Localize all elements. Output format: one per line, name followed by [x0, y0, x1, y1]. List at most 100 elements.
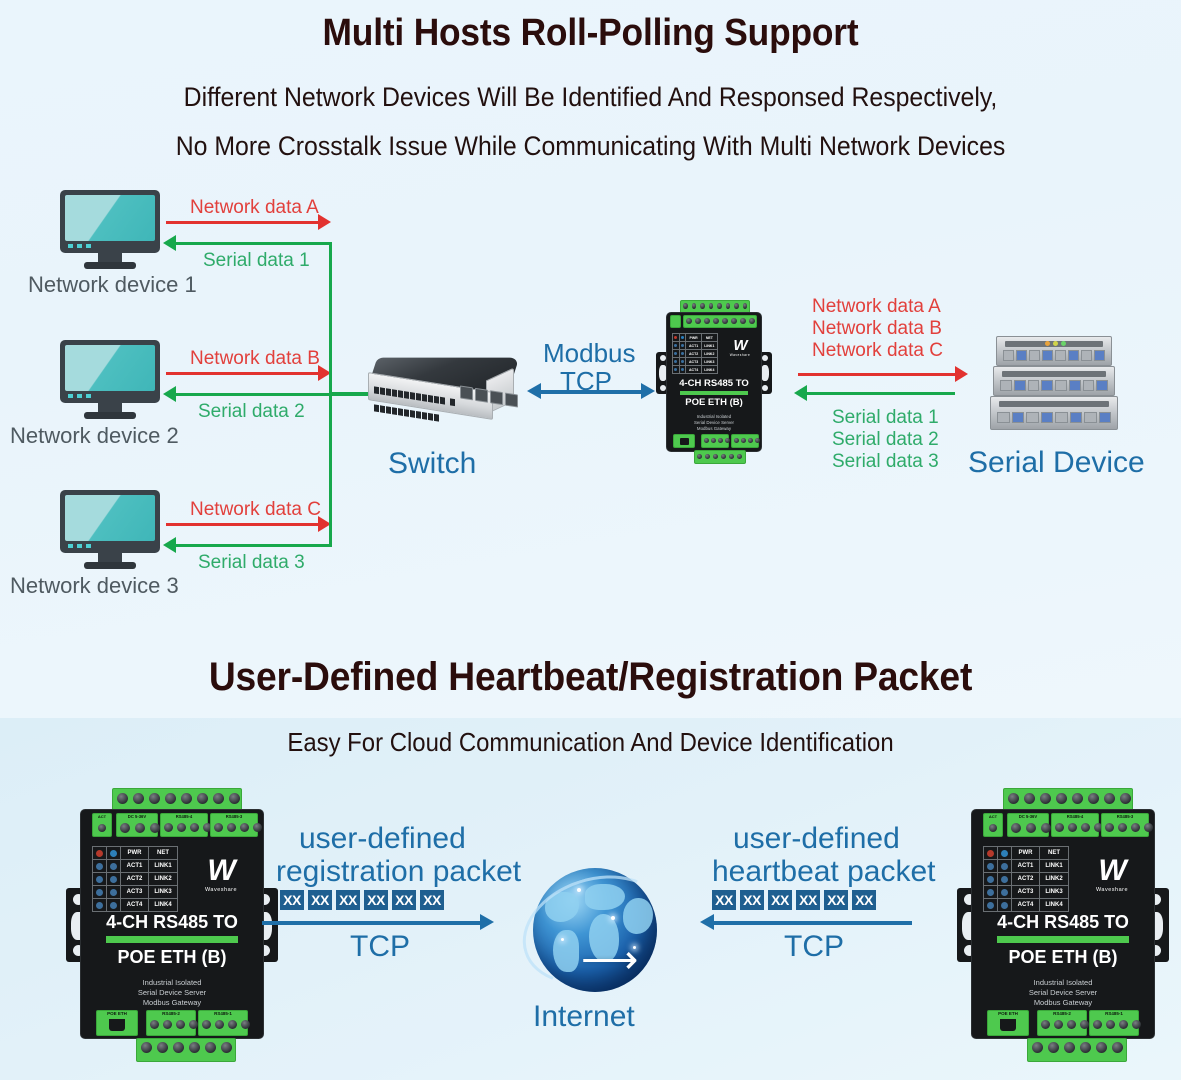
ear-slot — [761, 365, 769, 381]
led-legend-row: ACT1 LINK1 — [984, 860, 1068, 873]
rack-unit — [990, 396, 1118, 430]
rj45-port-icon — [109, 1019, 125, 1031]
device-title-line-2: POE ETH (B) — [117, 947, 227, 967]
terminal-act — [670, 315, 681, 328]
terminal-label-rs485-2: RS485-2 — [162, 1011, 180, 1016]
rj45-port-icon — [680, 438, 689, 445]
section-subtitle-line-2: No More Crosstalk Issue While Communicat… — [175, 131, 1006, 161]
rack-drive-slots — [1000, 380, 1108, 391]
device-top-outer-pins — [117, 793, 240, 804]
rs485-1-pins — [202, 1020, 250, 1029]
led-label: ACT1 — [121, 860, 149, 872]
terminal-label-poe-eth: POE ETH — [998, 1011, 1018, 1016]
packet-byte: XX — [740, 890, 764, 910]
flow-label-network-data-b: Network data B — [190, 348, 320, 369]
arrow-line-network-data-b — [166, 372, 318, 375]
arrow-line-network-data-c — [166, 523, 318, 526]
led-label: PWR — [121, 847, 149, 859]
monitor-indicator-leds — [68, 244, 91, 248]
led-label: NET — [1048, 850, 1060, 856]
waveshare-mark: W — [733, 337, 747, 354]
internet-label: Internet — [533, 1000, 635, 1033]
arrow-head-serial-data-1 — [163, 235, 176, 251]
monitor-stand-neck — [98, 253, 122, 263]
led-legend-row: ACT1 LINK1 — [93, 860, 177, 873]
led-label: LINK3 — [1045, 889, 1063, 895]
terminal-dc-pins — [120, 823, 160, 833]
ear-screw-hole — [1150, 945, 1161, 956]
multi-hosts-section: Multi Hosts Roll-Polling Support Differe… — [0, 0, 1181, 718]
led-legend-row: ACT2 LINK2 — [984, 873, 1068, 886]
led-label: LINK1 — [1045, 863, 1063, 869]
rack-face-bar — [999, 401, 1109, 407]
led-label: ACT1 — [1012, 860, 1040, 872]
section-title-heartbeat: User-Defined Heartbeat/Registration Pack… — [208, 655, 973, 699]
terminal-label-dc-power: DC 5-36V — [1018, 814, 1038, 819]
device-subtitle-line-1: Industrial Isolated — [142, 978, 202, 987]
heartbeat-protocol-label: TCP — [784, 930, 844, 963]
terminal-dc-pins — [1011, 823, 1051, 833]
globe-sphere — [533, 868, 657, 992]
arrow-head-network-data-c — [318, 516, 331, 532]
waveshare-mark: W — [207, 854, 235, 887]
led-label: ACT3 — [686, 358, 702, 365]
terminal-label-act: ACT — [97, 814, 107, 819]
rack-drive-slots — [1003, 350, 1105, 361]
ear-screw-hole — [964, 945, 975, 956]
monitor-screen — [65, 195, 155, 241]
waveshare-logo: W Waveshare — [1083, 856, 1141, 894]
arrow-line-modbus-tcp — [541, 390, 641, 394]
arrow-line-serial-data-2 — [176, 393, 371, 396]
waveshare-logo: W Waveshare — [724, 338, 756, 357]
device-subtitle-line-2: Serial Device Server — [693, 419, 735, 425]
led-label: ACT2 — [121, 873, 149, 885]
switch-label: Switch — [388, 447, 477, 480]
globe-node-spark — [561, 938, 564, 941]
led-label: LINK4 — [1045, 902, 1063, 908]
monitor-stand-base — [84, 412, 136, 419]
led-label: LINK2 — [154, 876, 172, 882]
ear-screw-hole — [259, 945, 270, 956]
device-top-outer-pins — [1008, 793, 1131, 804]
ear-screw-hole — [660, 355, 666, 361]
led-legend-row: PWR NET — [673, 334, 717, 342]
monitor-stand-neck — [98, 553, 122, 563]
gateway-device-right: ACT DC 5-36V RS485-4 RS485-3 PWR NET ACT… — [957, 788, 1169, 1073]
device-bottom-outer-terminal — [136, 1038, 236, 1062]
serial-device-label: Serial Device — [968, 446, 1145, 479]
monitor-indicator-leds — [68, 394, 91, 398]
device-top-outer-pins — [683, 303, 747, 309]
led-label: NET — [705, 335, 713, 340]
device-bottom-outer-terminal — [1027, 1038, 1127, 1062]
led-label: PWR — [686, 334, 702, 341]
flow-label-serial-data-3: Serial data 3 — [198, 552, 305, 573]
packet-byte: XX — [420, 890, 444, 910]
device-led-legend-table: PWR NET ACT1 LINK1 ACT2 LINK2 ACT3 LINK3… — [983, 846, 1069, 912]
monitor-bezel — [60, 190, 160, 253]
terminal-label-rs485-2: RS485-2 — [1053, 1011, 1071, 1016]
device-title-line-2: POE ETH (B) — [1008, 947, 1118, 967]
led-legend-row: ACT1 LINK1 — [673, 342, 717, 350]
section-title-multi-hosts: Multi Hosts Roll-Polling Support — [322, 12, 859, 54]
section-subtitle-line-1: Different Network Devices Will Be Identi… — [183, 82, 998, 112]
globe-node-spark — [577, 888, 581, 892]
arrow-head-network-data-a — [318, 214, 331, 230]
device-subtitle: Industrial Isolated Serial Device Server… — [666, 414, 762, 432]
ear-screw-hole — [660, 385, 666, 391]
device-enclosure — [666, 312, 762, 452]
led-label: ACT3 — [121, 886, 149, 898]
globe-arrow-icon: ⟶ — [581, 938, 639, 982]
registration-flow-label-line-1: user-defined — [299, 822, 466, 855]
device-accent-bar — [997, 936, 1129, 943]
flow-label-network-data-c: Network data C — [190, 499, 321, 520]
led-label: LINK3 — [704, 359, 715, 364]
rs485-2-pins — [150, 1020, 198, 1029]
device-led-legend-table: PWR NET ACT1 LINK1 ACT2 LINK2 ACT3 LINK3 — [672, 333, 718, 374]
terminal-label-act: ACT — [988, 814, 998, 819]
monitor-stand-base — [84, 562, 136, 569]
network-device-2-label: Network device 2 — [10, 423, 179, 448]
device-bottom-outer-pins — [141, 1042, 232, 1053]
globe-landmass — [553, 930, 579, 972]
led-label: LINK3 — [154, 889, 172, 895]
waveshare-wordmark: Waveshare — [204, 887, 238, 893]
